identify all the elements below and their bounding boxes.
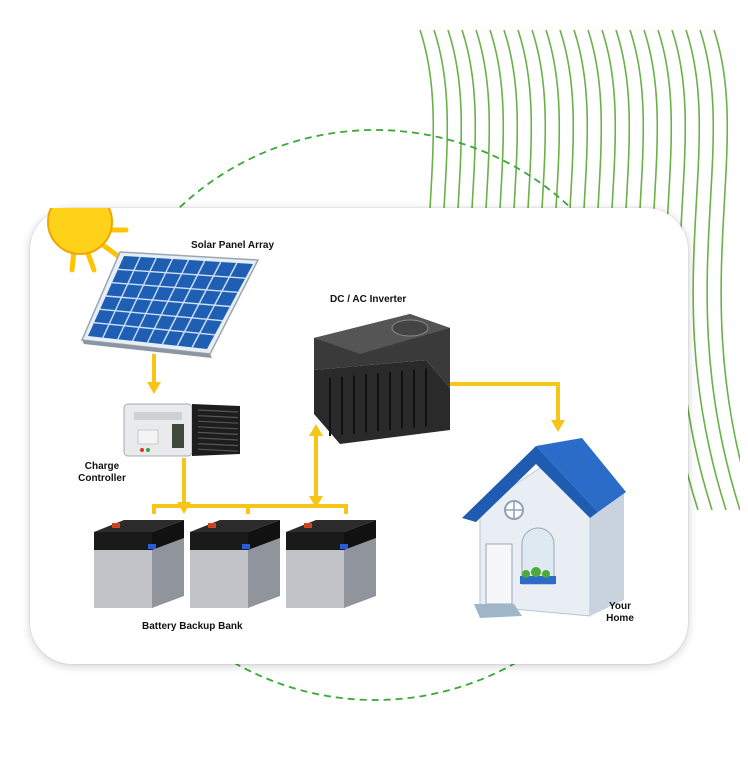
house-icon — [462, 438, 626, 618]
battery-2 — [190, 520, 280, 608]
label-dc-ac-inverter: DC / AC Inverter — [330, 294, 407, 305]
wave-line — [699, 30, 740, 510]
label-solar-panel-array: Solar Panel Array — [191, 240, 275, 251]
sun-icon — [47, 208, 129, 273]
battery-bank-icon — [94, 520, 376, 608]
battery-1 — [94, 520, 184, 608]
label-battery-backup-bank: Battery Backup Bank — [142, 621, 243, 632]
diagram-card: Solar Panel Array DC / AC Inverter Charg… — [30, 208, 688, 664]
wave-line — [685, 30, 727, 510]
label-charge-controller: Charge Controller — [72, 461, 132, 485]
charge-controller-icon — [123, 403, 240, 457]
label-charge-line1: Charge — [84, 461, 120, 472]
solar-system-diagram — [47, 208, 626, 618]
inverter-icon — [314, 314, 450, 444]
wave-line — [713, 30, 740, 463]
solar-panel-icon — [80, 251, 260, 358]
label-your-home: Your Home — [600, 601, 640, 625]
label-charge-line2: Controller — [78, 473, 126, 484]
label-your-line: Your — [608, 601, 632, 612]
battery-3 — [286, 520, 376, 608]
label-home-line: Home — [606, 613, 634, 624]
arrowheads — [147, 382, 565, 514]
connection-arrows — [152, 354, 560, 514]
